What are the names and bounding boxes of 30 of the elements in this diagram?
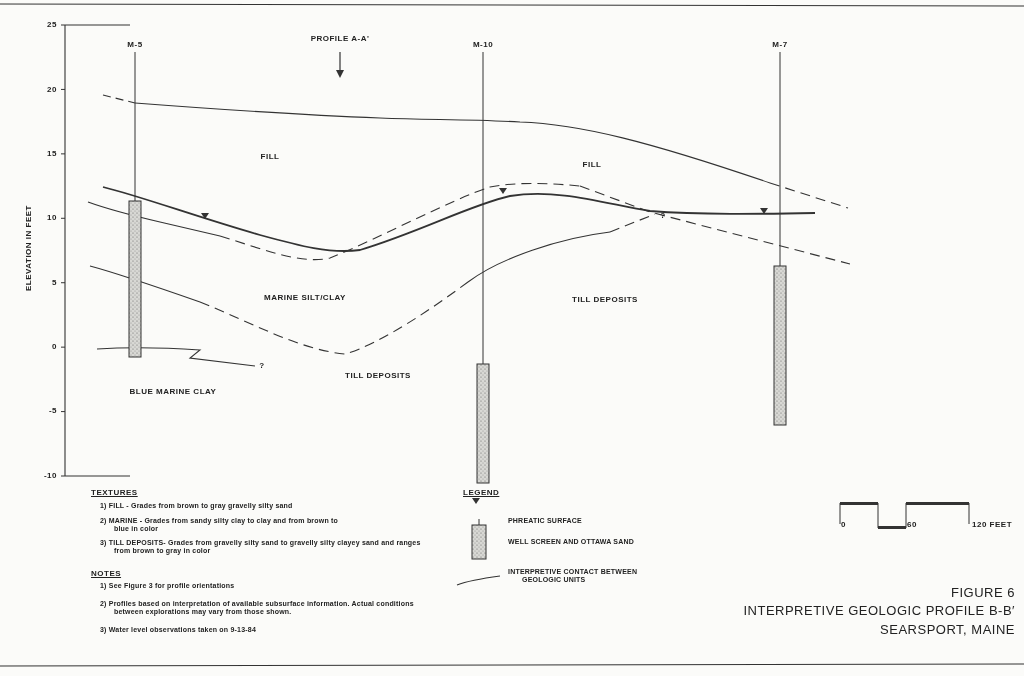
- axis-tick-label: -10: [43, 471, 57, 481]
- figure-title: INTERPRETIVE GEOLOGIC PROFILE B-B′: [743, 603, 1015, 619]
- scale-label: 60: [907, 520, 917, 530]
- scale-label: 0: [841, 520, 846, 530]
- unit-label: BLUE MARINE CLAY: [129, 387, 217, 397]
- legend-heading: LEGEND: [463, 488, 500, 498]
- well-label: M-7: [772, 40, 788, 50]
- figure-number: FIGURE 6: [951, 585, 1015, 601]
- axis-tick-label: 5: [52, 278, 57, 288]
- section-label: PROFILE A-A': [310, 34, 370, 44]
- unit-label: FILL: [260, 152, 280, 162]
- scale-label: 120 FEET: [972, 520, 1012, 530]
- axis-tick-label: 10: [47, 213, 57, 223]
- uncertain-contact-mark: ?: [259, 361, 265, 371]
- well-label: M-10: [472, 40, 494, 50]
- unit-label: FILL: [582, 160, 602, 170]
- well-label: M-5: [127, 40, 143, 50]
- axis-tick-label: 20: [47, 85, 57, 95]
- unit-label: MARINE SILT/CLAY: [264, 293, 346, 303]
- unit-label: TILL DEPOSITS: [345, 371, 411, 381]
- axis-tick-label: 15: [47, 149, 57, 159]
- location-label: SEARSPORT, MAINE: [880, 622, 1015, 638]
- axis-tick-label: -5: [48, 406, 57, 416]
- uncertain-contact-mark: ?: [660, 211, 666, 221]
- section-heading: NOTES: [91, 569, 122, 579]
- section-heading: TEXTURES: [91, 488, 138, 498]
- axis-tick-label: 0: [52, 342, 57, 352]
- axis-title: ELEVATION IN FEET: [24, 205, 34, 291]
- unit-label: TILL DEPOSITS: [572, 295, 638, 305]
- axis-tick-label: 25: [47, 20, 57, 30]
